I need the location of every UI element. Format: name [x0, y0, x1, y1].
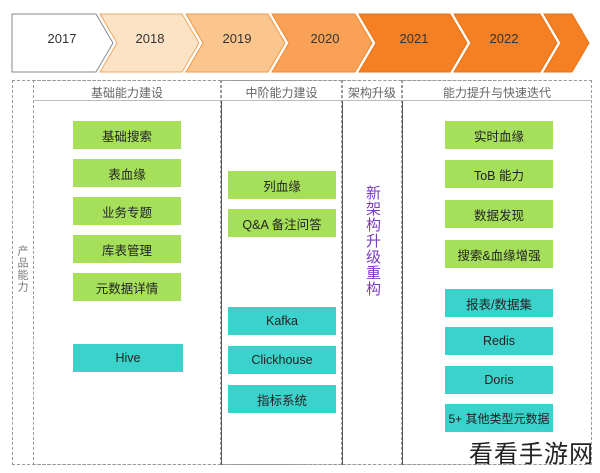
basic-item: 元数据详情 [73, 273, 181, 301]
section-title-rule [33, 100, 592, 101]
chevron-2018 [99, 13, 200, 73]
upgrade-item: 搜索&血缘增强 [445, 240, 553, 268]
chevron-2019 [185, 13, 286, 73]
basic-item: 库表管理 [73, 235, 181, 263]
year-2021: 2021 [399, 31, 429, 46]
chevron-2017 [11, 13, 114, 73]
upgrade-tech-item: 5+ 其他类型元数据 [445, 404, 553, 432]
mid-tech-item: 指标系统 [228, 385, 336, 413]
upgrade-item: ToB 能力 [445, 160, 553, 188]
section-title-basic: 基础能力建设 [90, 86, 163, 100]
watermark: 看看手游网 [469, 440, 594, 468]
divider-line [342, 100, 343, 465]
year-2020: 2020 [310, 31, 340, 46]
year-2017: 2017 [47, 31, 77, 46]
upgrade-item: 实时血缘 [445, 121, 553, 149]
timeline [11, 13, 590, 73]
upgrade-tech-item: Redis [445, 327, 553, 355]
upgrade-tech-item: 报表/数据集 [445, 289, 553, 317]
year-2022: 2022 [489, 31, 519, 46]
section-title-upgrade: 能力提升与快速迭代 [442, 86, 551, 100]
basic-item: 表血缘 [73, 159, 181, 187]
chevron-2021 [358, 13, 468, 73]
left-label: 产品能力 [16, 245, 28, 293]
basic-tech-item: Hive [73, 344, 183, 372]
section-basic-frame [33, 80, 221, 465]
upgrade-tech-item: Doris [445, 366, 553, 394]
mid-item: 列血缘 [228, 171, 336, 199]
mid-item: Q&A 备注问答 [228, 209, 336, 237]
year-2018: 2018 [135, 31, 165, 46]
chevron-2020 [271, 13, 373, 73]
section-title-arch: 架构升级 [347, 86, 396, 100]
mid-tech-item: Kafka [228, 307, 336, 335]
basic-item: 业务专题 [73, 197, 181, 225]
divider-line [402, 100, 403, 465]
chevron-end [543, 13, 590, 73]
basic-item: 基础搜索 [73, 121, 181, 149]
chevron-2022 [453, 13, 558, 73]
year-2019: 2019 [222, 31, 252, 46]
section-title-mid: 中阶能力建设 [245, 86, 318, 100]
arch-upgrade-text: 新架构升级重构 [364, 185, 381, 297]
upgrade-item: 数据发现 [445, 200, 553, 228]
mid-tech-item: Clickhouse [228, 346, 336, 374]
divider-line [221, 100, 222, 465]
